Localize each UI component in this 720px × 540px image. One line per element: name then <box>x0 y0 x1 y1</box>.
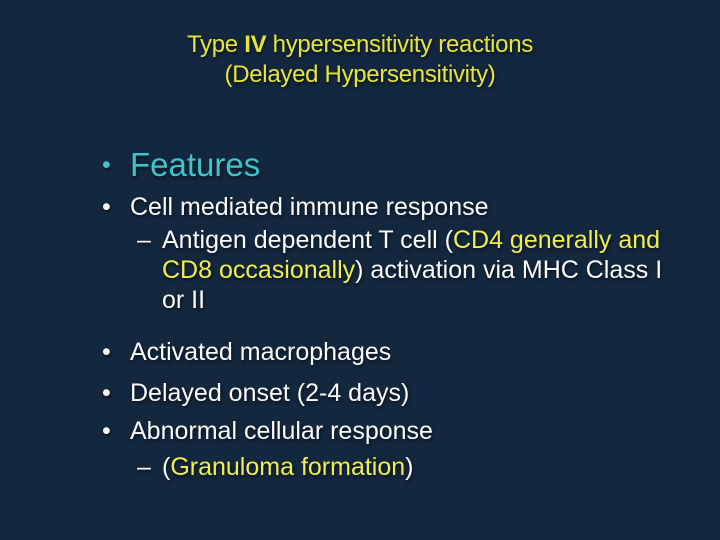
slide-title: Type IV hypersensitivity reactions (Dela… <box>0 0 720 90</box>
bullet-text: Abnormal cellular response <box>130 416 692 446</box>
bullet-item-abnormal-cellular: • Abnormal cellular response <box>0 416 720 446</box>
dash-icon: – <box>137 453 151 481</box>
text-segment: or II <box>162 286 206 314</box>
bullet-text: Cell mediated immune response <box>130 192 692 222</box>
highlight-segment: CD8 occasionally <box>162 256 356 284</box>
dash-icon: – <box>137 226 151 254</box>
bullet-text-line: Antigen dependent T cell (CD4 generally … <box>162 225 692 255</box>
title-line-1: Type IV hypersensitivity reactions <box>0 30 720 60</box>
bullet-item-activated-macrophages: • Activated macrophages <box>0 337 720 367</box>
bullet-item-cell-mediated: • Cell mediated immune response <box>0 192 720 222</box>
bullet-text-line: or II <box>162 285 692 315</box>
bullet-text-line: CD8 occasionally) activation via MHC Cla… <box>162 255 692 285</box>
title-text-bold: IV <box>244 31 267 58</box>
title-line-2: (Delayed Hypersensitivity) <box>224 61 496 88</box>
bullet-icon: • <box>102 338 111 366</box>
text-segment: ) activation via MHC Class I <box>355 256 663 284</box>
bullet-text-line: (Granuloma formation) <box>162 452 692 482</box>
bullet-item-delayed-onset: • Delayed onset (2-4 days) <box>0 378 720 408</box>
bullet-text: Delayed onset (2-4 days) <box>130 378 692 408</box>
text-segment: Cell mediated immune response <box>130 193 489 221</box>
text-segment: ( <box>162 453 171 481</box>
sub-bullet-text: Antigen dependent T cell (CD4 generally … <box>162 225 692 315</box>
bullet-icon: • <box>102 379 111 407</box>
title-text-post: hypersensitivity reactions <box>266 31 534 58</box>
sub-bullet-granuloma: – (Granuloma formation) <box>0 452 720 482</box>
bullet-text: Activated macrophages <box>130 337 692 367</box>
highlight-segment: CD4 generally and <box>452 226 661 254</box>
features-heading: • Features <box>0 145 720 185</box>
sub-bullet-antigen: – Antigen dependent T cell (CD4 generall… <box>0 225 720 315</box>
features-label: Features <box>130 146 261 183</box>
highlight-segment: Granuloma formation <box>170 453 406 481</box>
text-segment: Activated macrophages <box>130 338 392 366</box>
bullet-icon: • <box>102 417 111 445</box>
sub-bullet-text: (Granuloma formation) <box>162 452 692 482</box>
text-segment: ) <box>405 453 414 481</box>
bullet-icon: • <box>102 151 111 179</box>
text-segment: Antigen dependent T cell ( <box>162 226 453 254</box>
bullet-icon: • <box>102 193 111 221</box>
text-segment: Abnormal cellular response <box>130 417 433 445</box>
title-text-pre: Type <box>187 31 245 58</box>
text-segment: Delayed onset (2-4 days) <box>130 379 410 407</box>
